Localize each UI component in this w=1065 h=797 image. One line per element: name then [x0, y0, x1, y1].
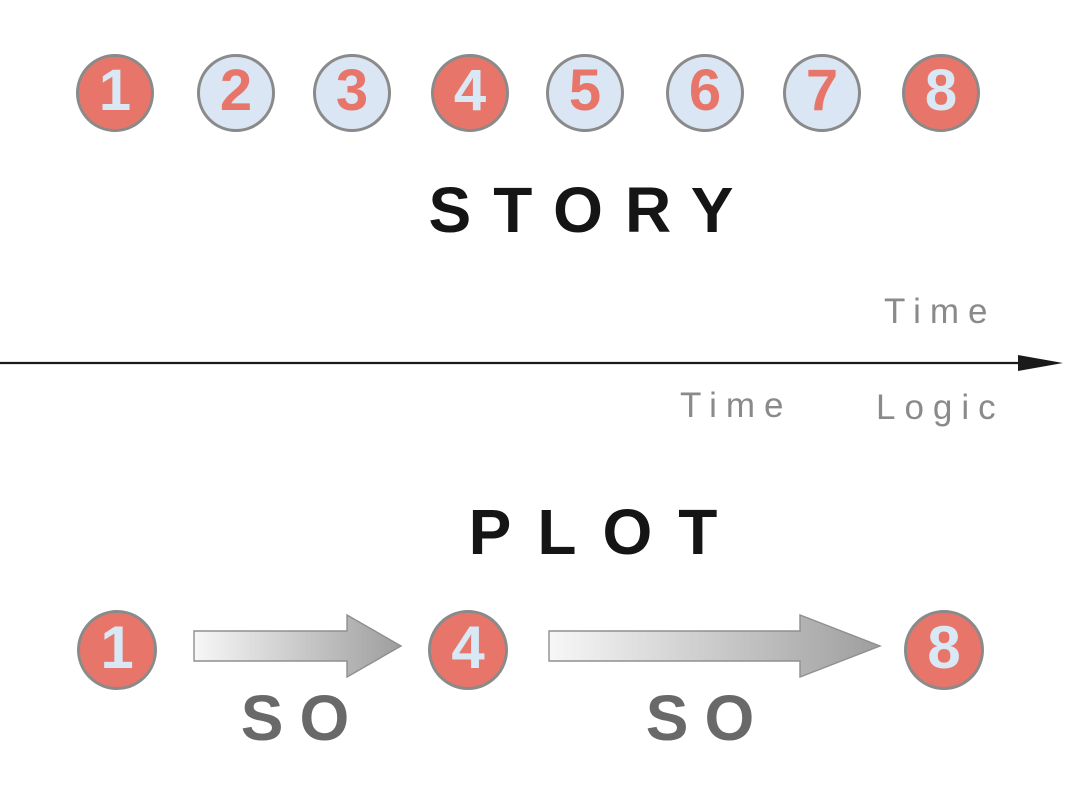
story-circle-1: 1 [76, 54, 154, 132]
block-arrow-1-icon [193, 614, 403, 678]
story-circle-8: 8 [902, 54, 980, 132]
story-circle-6: 6 [666, 54, 744, 132]
so-connector-label-1: SO [240, 682, 366, 754]
timeline-arrow-icon [0, 355, 1063, 371]
story-title: STORY [428, 174, 756, 246]
logic-label-below: Logic [876, 388, 1005, 427]
plot-title: PLOT [468, 496, 744, 568]
story-circle-7: 7 [783, 54, 861, 132]
plot-circle-8: 8 [904, 610, 984, 690]
plot-circle-4: 4 [428, 610, 508, 690]
story-circle-4: 4 [431, 54, 509, 132]
story-circle-2: 2 [197, 54, 275, 132]
block-arrow-2-icon [548, 614, 882, 678]
story-circle-3: 3 [313, 54, 391, 132]
time-label-above: Time [884, 292, 997, 331]
so-connector-label-2: SO [645, 682, 771, 754]
time-label-below: Time [680, 386, 793, 425]
story-circle-5: 5 [546, 54, 624, 132]
plot-circle-1: 1 [77, 610, 157, 690]
